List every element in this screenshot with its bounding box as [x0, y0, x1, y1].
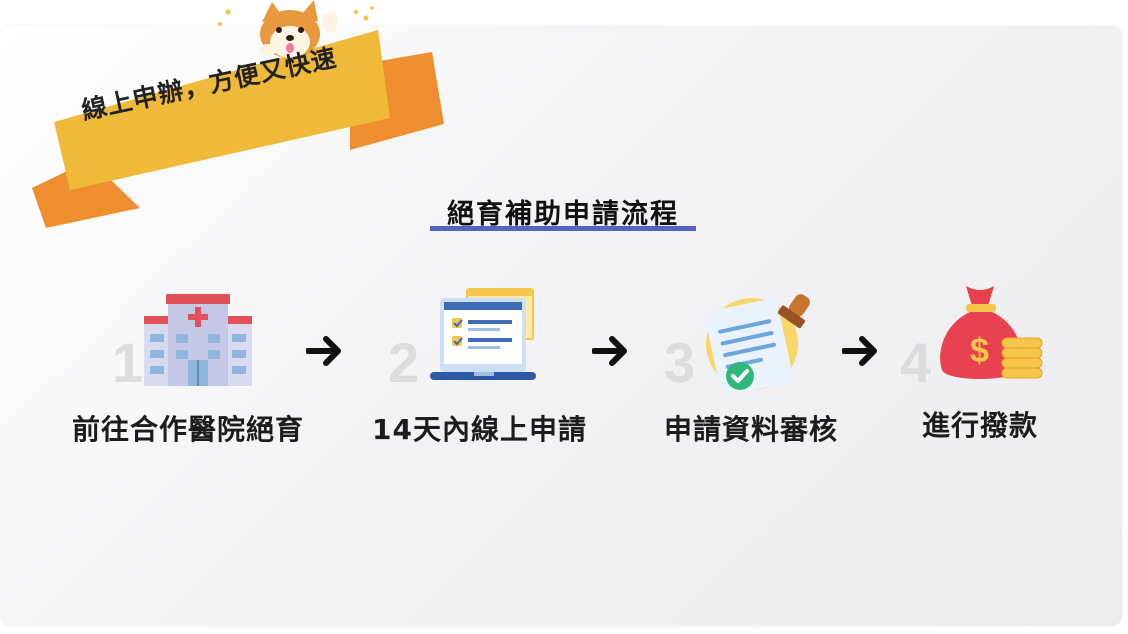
step-number: 3 — [664, 331, 696, 394]
page-title: 絕育補助申請流程 — [447, 199, 679, 230]
arrow-right-icon — [842, 336, 877, 366]
step-number: 4 — [900, 331, 932, 394]
step-number: 2 — [388, 331, 420, 394]
hospital-icon — [144, 294, 252, 386]
money-bag-icon: $ — [940, 286, 1043, 379]
svg-text:$: $ — [970, 332, 989, 370]
sparkles — [218, 6, 374, 26]
document-stamp-icon — [704, 294, 810, 392]
title-underline — [430, 226, 696, 231]
step-label: 前往合作醫院絕育 — [72, 413, 305, 446]
step-label: 申請資料審核 — [664, 413, 839, 446]
step-number: 1 — [112, 331, 144, 394]
arrow-right-icon — [592, 336, 627, 366]
page-title-block: 絕育補助申請流程 — [430, 192, 696, 238]
step-label: 進行撥款 — [922, 409, 1039, 442]
laptop-form-icon — [430, 288, 536, 380]
arrow-right-icon — [306, 336, 341, 366]
step-label: 14天內線上申請 — [372, 413, 587, 446]
